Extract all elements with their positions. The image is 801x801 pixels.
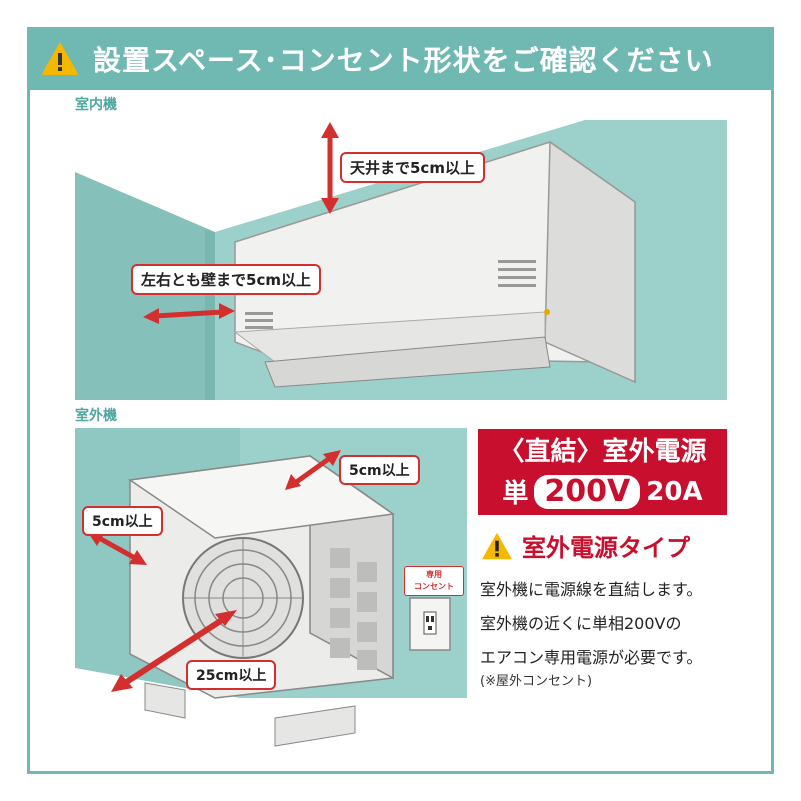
warning-icon (482, 532, 512, 559)
side-clearance-arrow (143, 303, 235, 324)
indoor-section-label: 室内機 (75, 97, 117, 113)
power-voltage: 200V (534, 474, 641, 509)
outlet-label-box: 専用 コンセント (404, 566, 464, 596)
outdoor-section-label: 室外機 (75, 408, 117, 424)
power-single-phase: 単 (502, 479, 529, 509)
power-banner: 〈直結〉室外電源 単 200V 20A (478, 429, 727, 515)
power-type-row: 室外電源タイプ (480, 528, 690, 563)
power-desc-line3: エアコン専用電源が必要です。 (480, 648, 703, 667)
ceiling-clearance-arrow (321, 122, 339, 214)
power-note: (※屋外コンセント) (480, 674, 593, 689)
outlet-icon (409, 597, 451, 651)
power-desc-line2: 室外機の近くに単相200Vの (480, 614, 682, 633)
indoor-unit (233, 140, 636, 388)
warning-icon (42, 42, 78, 75)
outdoor-left-clearance-label: 5cm以上 (82, 506, 163, 536)
power-banner-line1: 〈直結〉室外電源 (498, 437, 707, 467)
power-desc-line1: 室外機に電源線を直結します。 (480, 580, 703, 599)
power-type-title: 室外電源タイプ (522, 534, 690, 562)
page-title: 設置スペース･コンセント形状をご確認ください (93, 43, 714, 77)
side-clearance-label: 左右とも壁まで5cm以上 (131, 264, 321, 295)
outdoor-top-clearance-label: 5cm以上 (339, 455, 420, 485)
outlet-label-1: 専用 (426, 570, 442, 579)
power-amperage: 20A (646, 476, 703, 507)
outdoor-front-clearance-label: 25cm以上 (186, 660, 277, 690)
header-bar: 設置スペース･コンセント形状をご確認ください (27, 27, 774, 90)
power-banner-line2: 単 200V 20A (478, 473, 727, 510)
outdoor-top-arrow (285, 450, 341, 490)
outlet-label-2: コンセント (414, 582, 454, 591)
outdoor-front-arrow (111, 610, 237, 692)
ceiling-clearance-label: 天井まで5cm以上 (340, 152, 485, 183)
